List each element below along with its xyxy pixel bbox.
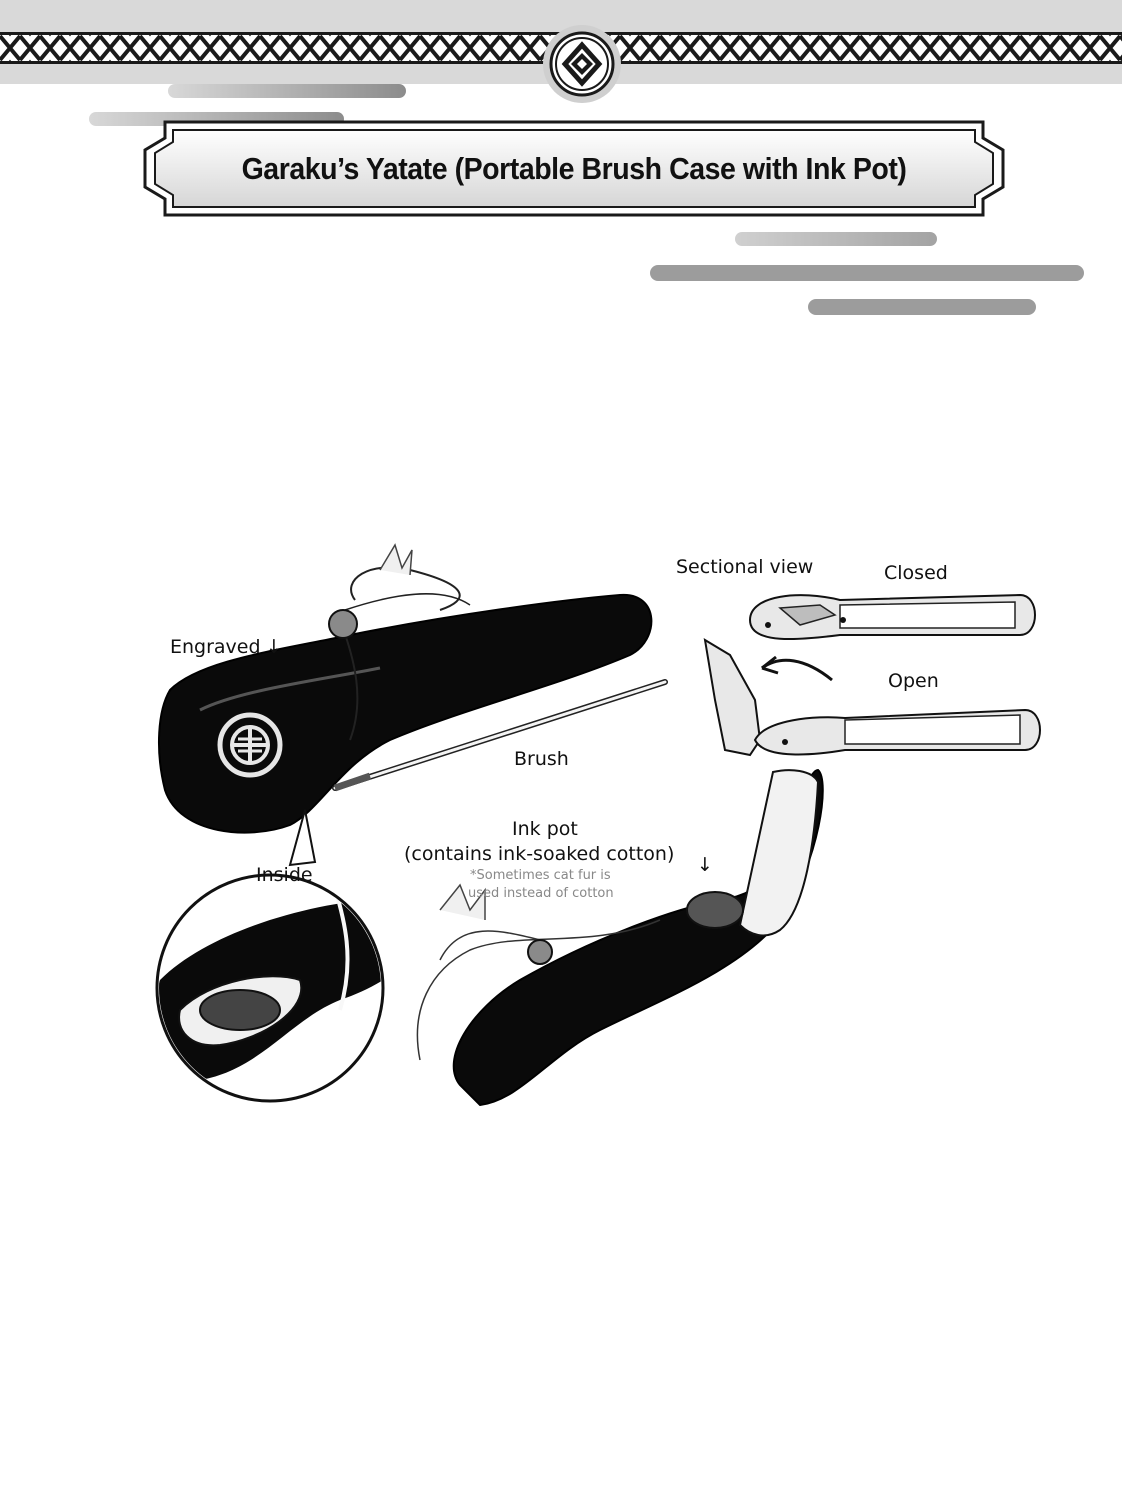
sectional-closed-drawing [748,593,1036,641]
sectional-open-drawing [703,638,1041,757]
page-title: Garaku’s Yatate (Portable Brush Case wit… [241,150,907,186]
cloud-stripe [735,232,937,246]
engraved-crest-icon [217,712,283,778]
crest-emblem-icon [543,25,621,103]
yatate-illustration [155,543,1041,1107]
inside-inset-drawing [155,809,385,1103]
ink-pot-label: Ink pot [512,818,578,840]
engraved-label: Engraved [170,636,261,658]
cloud-stripe [808,299,1036,315]
cloud-stripe [168,84,406,98]
closed-label: Closed [884,562,948,584]
cat-fur-note-line1: *Sometimes cat fur is [470,868,611,883]
open-label: Open [888,670,939,692]
brush-drawing [332,679,668,792]
cat-fur-note-line2: used instead of cotton [468,886,614,901]
ink-pot-arrow-icon: ↓ [697,854,713,876]
closed-yatate-drawing [158,543,653,834]
brush-label: Brush [514,748,569,770]
sectional-view-label: Sectional view [676,556,814,578]
title-frame [143,120,1005,217]
ink-pot-contents-label: (contains ink-soaked cotton) [404,843,675,865]
cloud-stripe [650,265,1084,281]
open-yatate-drawing [416,768,824,1107]
inside-label: Inside [256,864,313,886]
engraved-arrow-icon: ↓ [266,636,282,658]
